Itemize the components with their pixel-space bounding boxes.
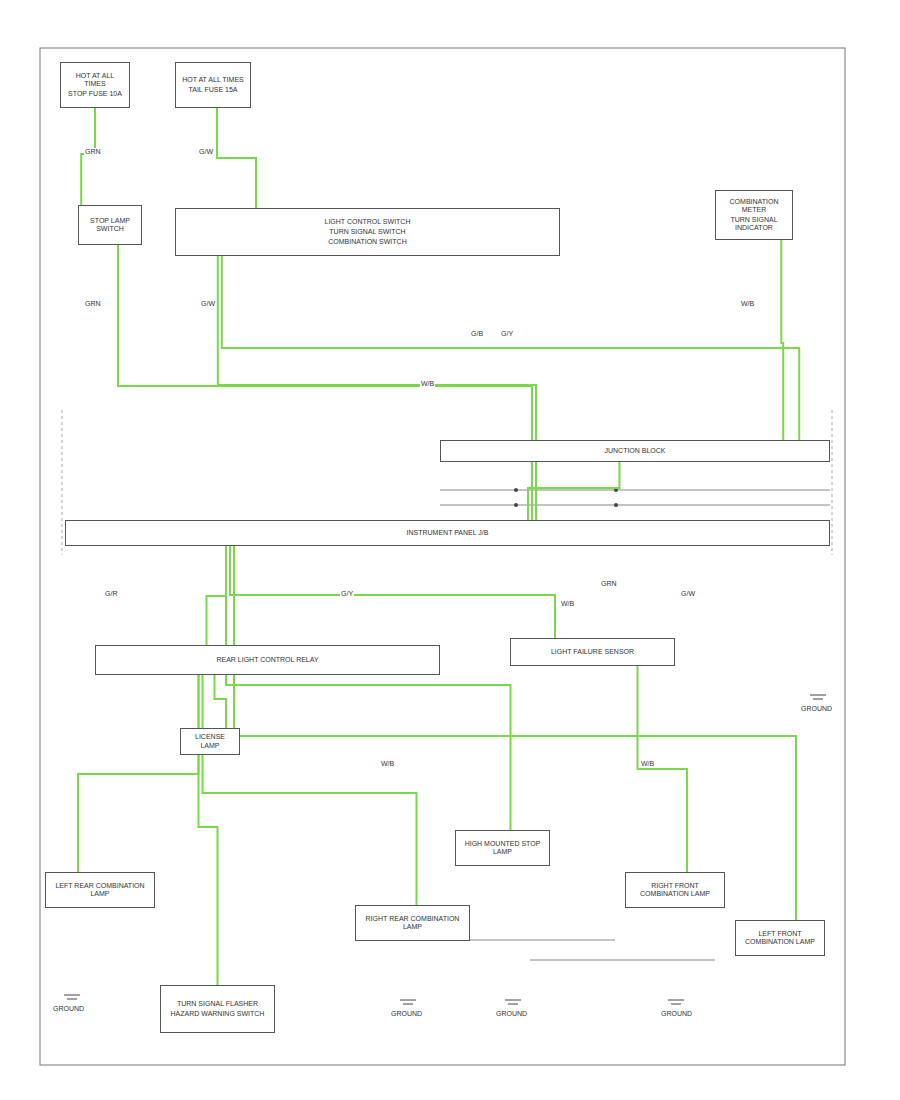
component-label: HIGH MOUNTED STOP LAMP (460, 840, 545, 856)
wire-connector (226, 546, 511, 830)
wire-color-code: W/B (420, 380, 435, 388)
wire-color-code: W/B (380, 760, 395, 768)
component-box: LIGHT FAILURE SENSOR (510, 638, 675, 666)
wire-connector (230, 546, 555, 638)
harness-line (62, 410, 63, 555)
component-box: LICENSE LAMP (180, 728, 240, 755)
wire-connector (781, 240, 783, 440)
wire-connector (222, 256, 799, 440)
wire-connector (199, 675, 218, 985)
wire-connector (78, 675, 199, 872)
component-box: LEFT REAR COMBINATION LAMP (45, 872, 155, 908)
wire-connector (81, 108, 95, 205)
component-label: COMBINATION SWITCH (180, 238, 555, 246)
component-box: TURN SIGNAL FLASHER HAZARD WARNING SWITCH (160, 985, 275, 1033)
wire-color-code: G/R (104, 590, 118, 598)
wire-color-code: GRN (84, 300, 102, 308)
wire-color-code: G/W (198, 148, 214, 156)
component-box: STOP LAMP SWITCH (78, 205, 142, 245)
component-box: LIGHT CONTROL SWITCH TURN SIGNAL SWITCH CO… (175, 208, 560, 256)
component-label: TURN SIGNAL SWITCH (180, 228, 555, 236)
component-label: HOT AT ALL TIMES (65, 72, 125, 88)
wire-color-code: W/B (740, 300, 755, 308)
component-label: RIGHT REAR COMBINATION LAMP (360, 915, 465, 931)
wire-color-code: GRN (600, 580, 618, 588)
component-label: LEFT REAR COMBINATION LAMP (50, 882, 150, 898)
component-box: JUNCTION BLOCK (440, 440, 830, 462)
harness-line (832, 410, 833, 555)
wire-connector (215, 675, 227, 728)
component-box: RIGHT REAR COMBINATION LAMP (355, 905, 470, 941)
component-label: LEFT FRONT COMBINATION LAMP (740, 930, 820, 946)
component-label: TURN SIGNAL FLASHER (165, 1000, 270, 1008)
component-label: TURN SIGNAL INDICATOR (720, 216, 788, 232)
ground-label: GROUND (52, 1005, 85, 1013)
wire-color-code: G/W (200, 300, 216, 308)
component-box: LEFT FRONT COMBINATION LAMP (735, 920, 825, 956)
wire-connector (207, 546, 227, 645)
component-label: STOP LAMP SWITCH (83, 217, 137, 233)
wire-connector (217, 108, 256, 208)
component-label: HOT AT ALL TIMES (180, 76, 246, 84)
component-label: RIGHT FRONT COMBINATION LAMP (630, 882, 720, 898)
ground-label: GROUND (390, 1010, 423, 1018)
ground-label: GROUND (800, 705, 833, 713)
wire-color-code: W/B (560, 600, 575, 608)
component-box: HIGH MOUNTED STOP LAMP (455, 830, 550, 866)
component-label: LIGHT FAILURE SENSOR (515, 648, 670, 656)
wire-color-code: W/B (640, 760, 655, 768)
component-label: INSTRUMENT PANEL J/B (70, 529, 825, 537)
component-box: INSTRUMENT PANEL J/B (65, 520, 830, 546)
splice-dots (514, 488, 618, 507)
component-box: REAR LIGHT CONTROL RELAY (95, 645, 440, 675)
wire-connector (218, 256, 536, 520)
wire-color-code: G/Y (340, 590, 354, 598)
component-label: TAIL FUSE 15A (180, 86, 246, 94)
component-label: REAR LIGHT CONTROL RELAY (100, 656, 435, 664)
wire-connector (118, 245, 532, 520)
component-label: HAZARD WARNING SWITCH (165, 1010, 270, 1018)
page-frame (40, 48, 845, 1065)
wire-connector (528, 462, 620, 520)
wire-color-code: G/B (470, 330, 484, 338)
ground-label: GROUND (495, 1010, 528, 1018)
component-box: COMBINATION METER TURN SIGNAL INDICATOR (715, 190, 793, 240)
component-label: JUNCTION BLOCK (445, 447, 825, 455)
ground-label: GROUND (660, 1010, 693, 1018)
wire-color-code: G/W (680, 590, 696, 598)
wire-color-code: G/Y (500, 330, 514, 338)
component-box: HOT AT ALL TIMES STOP FUSE 10A (60, 62, 130, 108)
component-label: COMBINATION METER (720, 198, 788, 214)
bus-line (530, 960, 715, 961)
component-box: RIGHT FRONT COMBINATION LAMP (625, 872, 725, 908)
ground-symbols (64, 695, 826, 1004)
wire-connector (234, 546, 796, 920)
wire-color-code: GRN (84, 148, 102, 156)
bus-line (440, 490, 830, 491)
component-label: LIGHT CONTROL SWITCH (180, 218, 555, 226)
wire-connector (638, 666, 688, 872)
component-box: HOT AT ALL TIMES TAIL FUSE 15A (175, 62, 251, 108)
bus-line (440, 505, 830, 506)
component-label: STOP FUSE 10A (65, 90, 125, 98)
component-label: LICENSE LAMP (185, 733, 235, 749)
